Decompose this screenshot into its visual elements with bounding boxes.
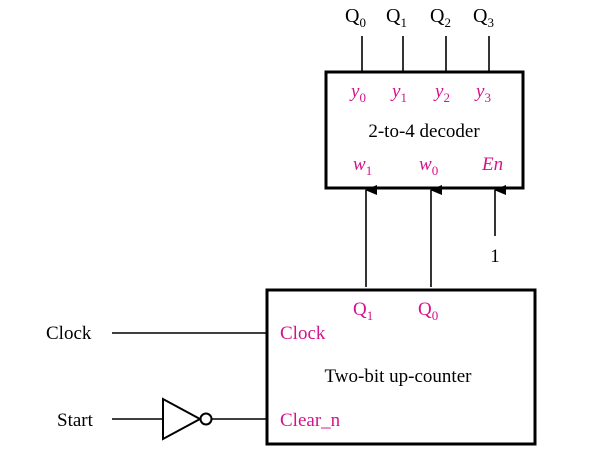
decoder-port-y2: y2: [433, 81, 450, 105]
enable-value: 1: [490, 246, 500, 267]
inverter-gate: [162, 397, 203, 441]
output-q3-label: Q3: [473, 5, 494, 30]
decoder-port-y1: y1: [390, 81, 407, 105]
decoder-block: [324, 70, 525, 190]
counter-port-q1: Q1: [353, 299, 373, 323]
counter-port-clear: Clear_n: [280, 410, 341, 431]
decoder-port-w1: w1: [353, 154, 372, 178]
decoder-title: 2-to-4 decoder: [368, 121, 480, 142]
clock-input-label: Clock: [46, 323, 92, 344]
start-input-label: Start: [57, 410, 94, 431]
counter-block: [265, 288, 537, 446]
decoder-port-y3: y3: [474, 81, 491, 105]
counter-port-clock: Clock: [280, 323, 326, 344]
output-q1-label: Q1: [386, 5, 407, 30]
counter-port-q0: Q0: [418, 299, 438, 323]
counter-title: Two-bit up-counter: [325, 366, 473, 387]
decoder-port-en: En: [481, 154, 503, 175]
decoder-port-y0: y0: [349, 81, 366, 105]
output-q0-label: Q0: [345, 5, 366, 30]
decoder-port-w0: w0: [419, 154, 438, 178]
inverter-bubble: [199, 412, 213, 426]
output-q2-label: Q2: [430, 5, 451, 30]
